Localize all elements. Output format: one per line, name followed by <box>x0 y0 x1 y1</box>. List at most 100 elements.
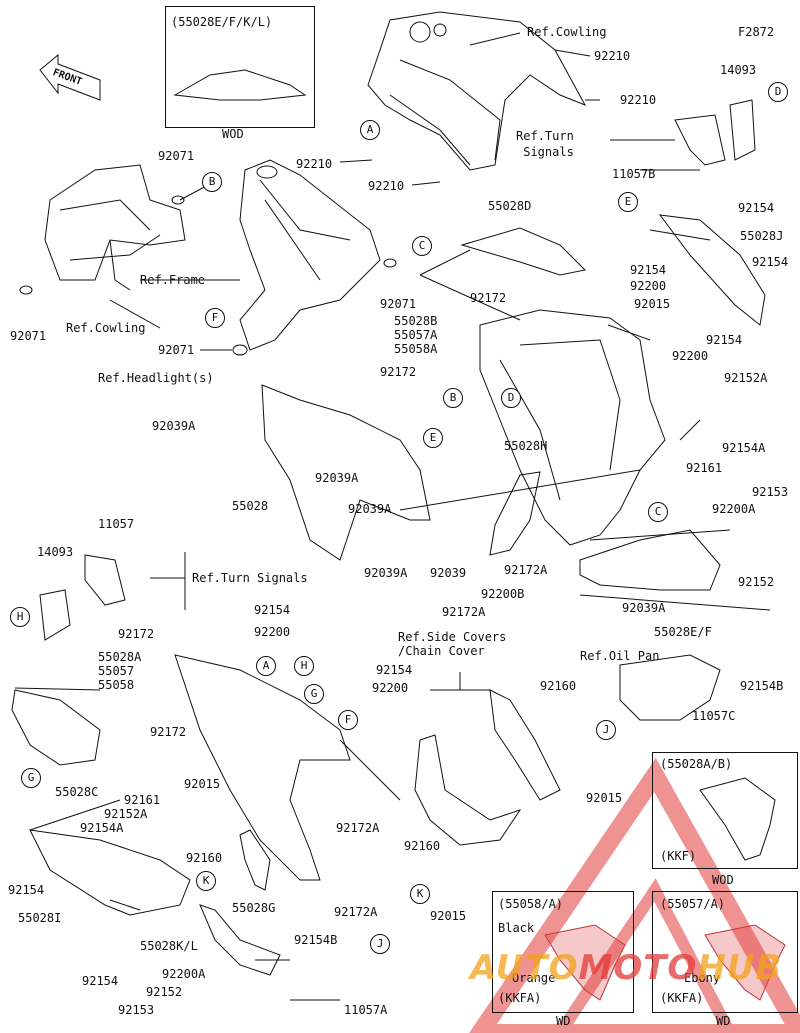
diagram-code: F2872 <box>738 25 775 39</box>
label-92154b-b: 92154B <box>294 933 338 947</box>
side-cover-part <box>414 734 522 846</box>
label-55028d: 55028D <box>488 199 532 213</box>
inset-kkf-title: (55028A/B) <box>660 757 733 771</box>
ref-circle-e: E <box>618 192 638 212</box>
label-92154-h: 92154 <box>82 974 119 988</box>
label-ref-frame: Ref.Frame <box>140 273 206 287</box>
part-55028C <box>11 689 101 766</box>
part-55028G <box>239 829 271 891</box>
part-55028A-side <box>174 654 351 881</box>
label-92200-d: 92200 <box>372 681 409 695</box>
label-55028kl: 55028K/L <box>140 939 198 953</box>
label-55028b-group: 55028B 55057A 55058A <box>394 314 438 356</box>
label-92154a-a: 92154A <box>722 441 766 455</box>
part-55028I <box>29 829 191 916</box>
left-turn-signal-part <box>39 554 126 641</box>
label-92161-b: 92161 <box>124 793 161 807</box>
ref-circle-e2: E <box>423 428 443 448</box>
inset-black-color2: Orange <box>512 971 556 985</box>
left-frame-part <box>44 164 186 291</box>
label-92172a-b: 92172A <box>442 605 486 619</box>
ref-circle-g2: G <box>21 768 41 788</box>
label-92154-d: 92154 <box>706 333 743 347</box>
label-92071-d: 92071 <box>158 343 195 357</box>
label-ref-headlight: Ref.Headlight(s) <box>98 371 214 385</box>
label-92152a-a: 92152A <box>724 371 768 385</box>
oil-pan-bracket-part <box>619 654 721 721</box>
watermark-logo <box>469 757 800 1033</box>
ref-circle-k: K <box>196 871 216 891</box>
label-92154-b: 92154 <box>630 263 667 277</box>
label-14093-left: 14093 <box>37 545 74 559</box>
inset-part-55028E <box>173 69 307 101</box>
leader-lines <box>14 32 771 1001</box>
label-11057a: 11057A <box>344 1003 388 1017</box>
label-92172-d: 92172 <box>150 725 187 739</box>
ref-circle-a2: A <box>256 656 276 676</box>
label-92200a-b: 92200A <box>162 967 206 981</box>
part-55028H <box>489 471 541 556</box>
label-ref-cowling-top: Ref.Cowling <box>527 25 607 39</box>
center-frame-part <box>239 159 381 351</box>
label-92039a-a: 92039A <box>152 419 196 433</box>
part-55028D <box>460 227 587 276</box>
label-92172a-a: 92172A <box>504 563 548 577</box>
label-55028h: 55028H <box>504 439 548 453</box>
label-14093-top: 14093 <box>720 63 757 77</box>
label-ref-turn-signals-left: Ref.Turn Signals <box>192 571 308 585</box>
label-92172-b: 92172 <box>380 365 417 379</box>
ref-circle-b: B <box>202 172 222 192</box>
label-11057: 11057 <box>98 517 135 531</box>
ref-circle-a: A <box>360 120 380 140</box>
ref-circle-h: H <box>10 607 30 627</box>
part-55028J <box>658 214 766 326</box>
label-11057b: 11057B <box>612 167 656 181</box>
inset-ebony <box>652 891 798 1013</box>
inset-top-left-title: (55028E/F/K/L) <box>171 15 273 29</box>
label-55028ef: 55028E/F <box>654 625 712 639</box>
label-92039a-c: 92039A <box>348 502 392 516</box>
label-92015-b: 92015 <box>184 777 221 791</box>
label-55028: 55028 <box>232 499 269 513</box>
ref-circle-d2: D <box>501 388 521 408</box>
inset-ebony-color1: Ebony <box>684 971 721 985</box>
label-92160-b: 92160 <box>186 851 223 865</box>
inset-part-kkf <box>699 777 776 861</box>
label-92154-c: 92154 <box>752 255 789 269</box>
label-55028g: 55028G <box>232 901 276 915</box>
label-92172-c: 92172 <box>118 627 155 641</box>
upper-cowling-part <box>367 11 587 171</box>
inset-black-model: (KKFA) <box>498 991 542 1005</box>
label-ref-side-covers: Ref.Side Covers /Chain Cover <box>398 630 507 658</box>
label-92160-c: 92160 <box>404 839 441 853</box>
part-55028 <box>261 384 431 561</box>
turn-signal-bracket-part <box>674 99 756 166</box>
washers <box>19 195 397 356</box>
label-92152-b: 92152 <box>146 985 183 999</box>
label-92153-a: 92153 <box>752 485 789 499</box>
label-92154b-a: 92154B <box>740 679 784 693</box>
label-92015-a: 92015 <box>634 297 671 311</box>
ref-circle-d: D <box>768 82 788 102</box>
watermark-text: AUTOMOTOHUB <box>470 948 782 988</box>
inset-top-left-note: WOD <box>222 127 244 141</box>
label-92172a-c: 92172A <box>336 821 380 835</box>
inset-ebony-title: (55057/A) <box>660 897 726 911</box>
label-92200b: 92200B <box>481 587 525 601</box>
ref-circle-f2: F <box>338 710 358 730</box>
label-92154a-b: 92154A <box>80 821 124 835</box>
label-92210-d: 92210 <box>368 179 405 193</box>
label-92039a-e: 92039A <box>622 601 666 615</box>
label-92152-a: 92152 <box>738 575 775 589</box>
inset-kkf-note: WOD <box>712 873 734 887</box>
label-92154-g: 92154 <box>8 883 45 897</box>
label-55028i: 55028I <box>18 911 62 925</box>
part-55028EF <box>579 529 721 591</box>
ref-circle-b2: B <box>443 388 463 408</box>
ref-circle-j2: J <box>370 934 390 954</box>
label-55028c: 55028C <box>55 785 99 799</box>
inset-ebony-note: WD <box>716 1014 731 1028</box>
label-92154-a: 92154 <box>738 201 775 215</box>
label-55028j: 55028J <box>740 229 784 243</box>
